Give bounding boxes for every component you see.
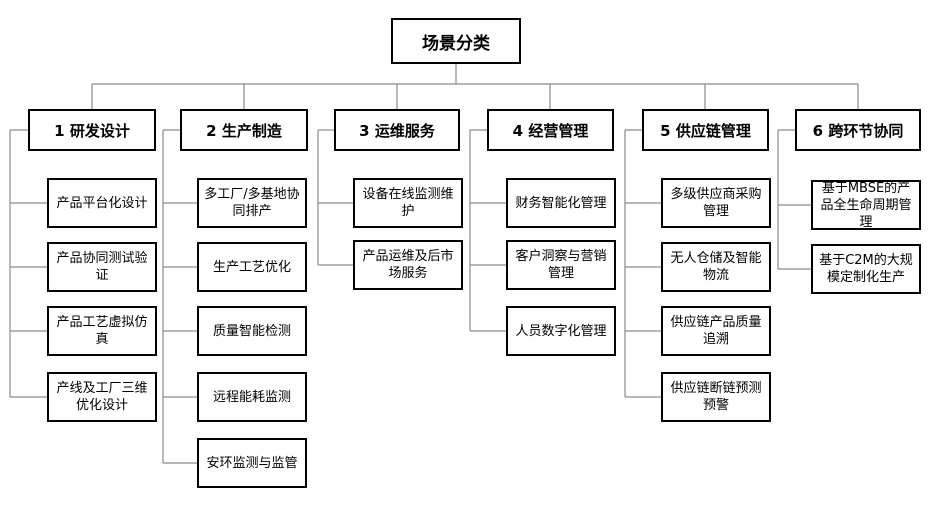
leaf-node: 财务智能化管理 bbox=[506, 178, 616, 228]
leaf-node: 基于MBSE的产品全生命周期管理 bbox=[811, 180, 921, 230]
category-operation-service: 3 运维服务 bbox=[334, 109, 460, 151]
category-cross-process: 6 跨环节协同 bbox=[795, 109, 921, 151]
leaf-node: 安环监测与监管 bbox=[197, 438, 307, 488]
leaf-node: 产品运维及后市场服务 bbox=[353, 240, 463, 290]
leaf-node: 设备在线监测维护 bbox=[353, 178, 463, 228]
leaf-node: 无人仓储及智能物流 bbox=[661, 242, 771, 292]
leaf-node: 产品平台化设计 bbox=[47, 178, 157, 228]
category-business-management: 4 经营管理 bbox=[487, 109, 614, 151]
leaf-node: 多级供应商采购管理 bbox=[661, 178, 771, 228]
leaf-node: 质量智能检测 bbox=[197, 306, 307, 356]
leaf-node: 基于C2M的大规模定制化生产 bbox=[811, 244, 921, 294]
leaf-node: 生产工艺优化 bbox=[197, 242, 307, 292]
leaf-node: 供应链断链预测预警 bbox=[661, 372, 771, 422]
category-supply-chain: 5 供应链管理 bbox=[642, 109, 769, 151]
leaf-node: 产品协同测试验证 bbox=[47, 242, 157, 292]
category-research-design: 1 研发设计 bbox=[28, 109, 156, 151]
leaf-node: 远程能耗监测 bbox=[197, 372, 307, 422]
category-production-manufacturing: 2 生产制造 bbox=[180, 109, 308, 151]
leaf-node: 供应链产品质量追溯 bbox=[661, 306, 771, 356]
leaf-node: 产品工艺虚拟仿真 bbox=[47, 306, 157, 356]
leaf-node: 客户洞察与营销管理 bbox=[506, 240, 616, 290]
leaf-node: 多工厂/多基地协同排产 bbox=[197, 178, 307, 228]
leaf-node: 人员数字化管理 bbox=[506, 306, 616, 356]
leaf-node: 产线及工厂三维优化设计 bbox=[47, 372, 157, 422]
root-node: 场景分类 bbox=[391, 18, 521, 64]
